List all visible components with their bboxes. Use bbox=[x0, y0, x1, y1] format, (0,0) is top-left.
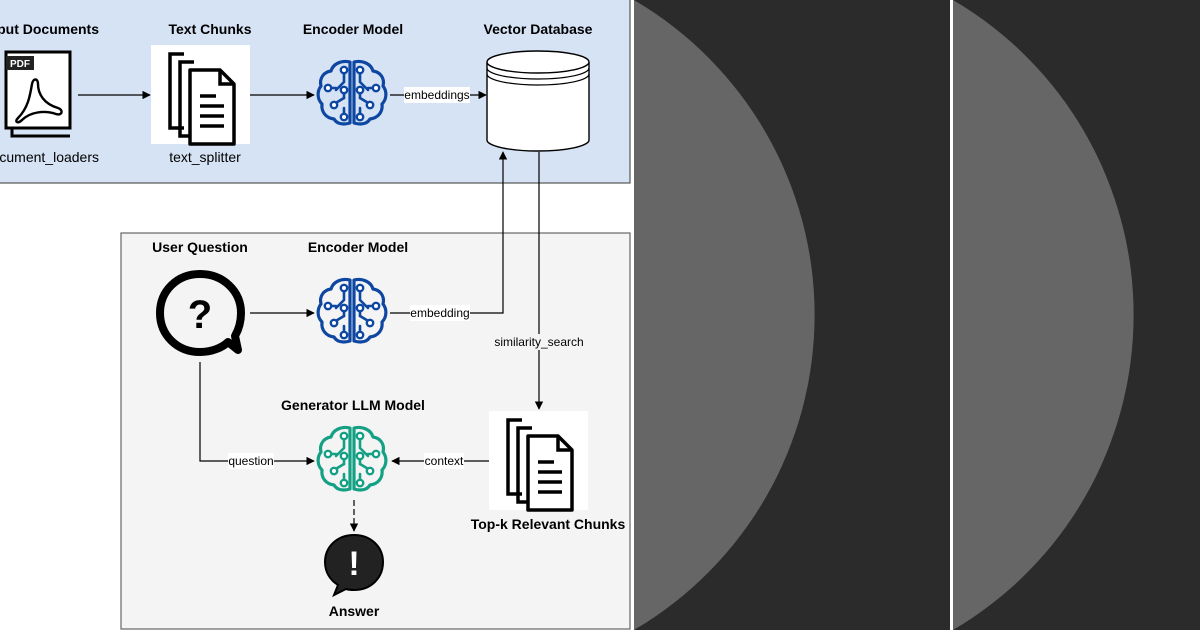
input-documents-title: Input Documents bbox=[0, 21, 99, 37]
text-chunks-node[interactable]: Text Chunks text_splitter bbox=[151, 21, 252, 165]
answer-node[interactable]: ! Answer bbox=[323, 533, 385, 619]
query-edges: embedding similarity_search question con… bbox=[199, 151, 584, 532]
embedding-label-bg bbox=[410, 305, 470, 321]
edge-question-to-generator bbox=[199, 362, 315, 466]
user-question-title: User Question bbox=[152, 239, 248, 255]
question-bubble-icon: ? bbox=[156, 270, 245, 356]
edge-label-question: question bbox=[228, 454, 273, 468]
ingestion-encoder-node[interactable]: Encoder Model bbox=[303, 21, 403, 126]
question-mark: ? bbox=[188, 293, 212, 337]
answer-title: Answer bbox=[329, 603, 380, 619]
edge-label-embeddings: embeddings bbox=[404, 88, 469, 102]
edge-label-similarity: similarity_search bbox=[494, 335, 583, 349]
half-circle-right bbox=[953, 0, 1134, 630]
text-chunks-caption: text_splitter bbox=[169, 149, 241, 165]
ingestion-edges: embeddings bbox=[78, 87, 487, 103]
edge-label-context: context bbox=[425, 454, 464, 468]
right-decorative-panels bbox=[634, 0, 1200, 630]
question-label-bg bbox=[228, 453, 274, 469]
user-question-node[interactable]: User Question ? bbox=[152, 239, 248, 356]
query-encoder-title: Encoder Model bbox=[308, 239, 408, 255]
top-k-title: Top-k Relevant Chunks bbox=[471, 516, 626, 532]
similarity-label-bg bbox=[494, 334, 584, 350]
query-encoder-node[interactable]: Encoder Model bbox=[308, 239, 408, 344]
top-k-chunks-node[interactable]: Top-k Relevant Chunks bbox=[471, 411, 626, 532]
edge-label-embedding: embedding bbox=[410, 306, 469, 320]
context-label-bg bbox=[424, 453, 464, 469]
generator-title: Generator LLM Model bbox=[281, 397, 425, 413]
ingestion-encoder-title: Encoder Model bbox=[303, 21, 403, 37]
generator-node[interactable]: Generator LLM Model bbox=[281, 397, 425, 492]
exclamation-bubble-icon: ! bbox=[323, 533, 385, 598]
pdf-file-icon: PDF bbox=[4, 50, 72, 138]
vector-database-title: Vector Database bbox=[484, 21, 593, 37]
half-circle-left bbox=[634, 0, 815, 630]
vector-database-node[interactable]: Vector Database bbox=[484, 21, 593, 152]
exclamation-mark: ! bbox=[348, 545, 359, 583]
input-documents-node[interactable]: Input Documents PDF document_loaders bbox=[0, 21, 99, 165]
input-documents-caption: document_loaders bbox=[0, 149, 99, 165]
pdf-badge: PDF bbox=[10, 59, 30, 70]
database-cylinder-icon bbox=[486, 50, 590, 152]
text-chunks-title: Text Chunks bbox=[169, 21, 252, 37]
embeddings-label-bg bbox=[404, 87, 470, 103]
